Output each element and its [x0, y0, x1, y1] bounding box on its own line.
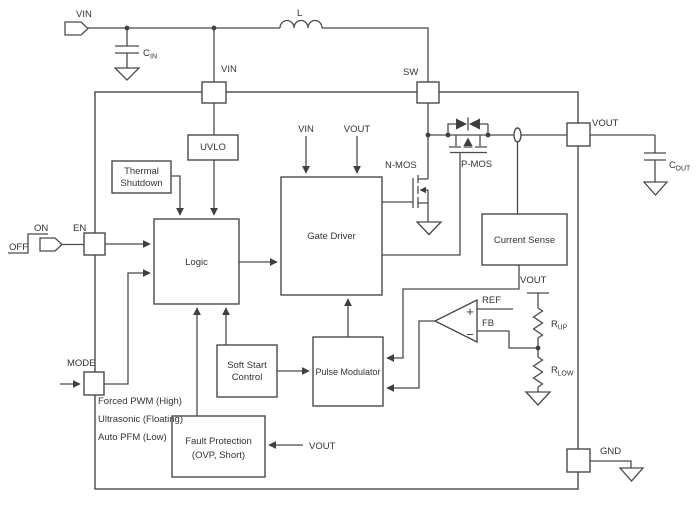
ground-icon: [415, 221, 443, 236]
pin-vin-label: VIN: [221, 64, 237, 75]
current-sense-block: Current Sense: [481, 213, 568, 266]
gnd-pin-ground: [590, 460, 645, 482]
pin-sw-label: SW: [403, 67, 418, 78]
thermal-shutdown-block: Thermal Shutdown: [111, 160, 172, 194]
uvlo-label: UVLO: [200, 142, 226, 153]
diode-icon: [456, 118, 467, 130]
wire-currentsense-pulsemod: [386, 265, 520, 362]
cin-sub-label: IN: [150, 54, 157, 61]
fb-input-wire: [477, 330, 536, 349]
nmos-label: N-MOS: [385, 160, 417, 171]
logic-block: Logic: [153, 218, 240, 305]
vin-rail-wires: [88, 19, 429, 82]
gate-driver-block: Gate Driver: [280, 176, 383, 296]
pin-vout: [566, 122, 591, 147]
mode-option-2: Ultrasonic (Floating): [98, 414, 183, 425]
gate-driver-vin-label: VIN: [298, 124, 314, 135]
pin-en-label: EN: [73, 223, 86, 234]
wire-thermal-logic: [171, 175, 184, 216]
comparator-minus-sign: −: [466, 327, 474, 342]
feedback-network: [433, 292, 552, 406]
ref-label: REF: [482, 295, 501, 306]
pin-vin: [201, 81, 227, 104]
mode-option-3: Auto PFM (Low): [98, 432, 167, 443]
ground-icon: [113, 67, 141, 81]
pmos-body-arrow-icon: [463, 137, 473, 146]
gate-driver-vout-label: VOUT: [344, 124, 371, 135]
pulse-modulator-label: Pulse Modulator: [315, 367, 380, 377]
rup-sub-label: UP: [558, 325, 568, 332]
rlow-sub-label: LOW: [558, 371, 574, 378]
pin-vout-label: VOUT: [592, 118, 619, 129]
pulse-modulator-block: Pulse Modulator: [312, 336, 384, 407]
on-off-waveform: [8, 233, 63, 254]
rup-label: R: [551, 319, 558, 330]
mode-option-1: Forced PWM (High): [98, 396, 182, 407]
ground-icon: [524, 391, 552, 406]
fault-vout-input-label: VOUT: [309, 441, 336, 452]
pin-gnd: [566, 448, 591, 473]
pmos-label: P-MOS: [461, 159, 492, 170]
fault-label-2: (OVP, Short): [192, 450, 245, 461]
rup-resistor: [532, 307, 544, 339]
internal-wires: [60, 103, 567, 449]
soft-start-block: Soft Start Control: [216, 344, 278, 398]
ground-icon: [642, 181, 669, 196]
inductor-symbol: [279, 19, 323, 29]
fb-label: FB: [482, 318, 494, 329]
pin-mode: [83, 371, 105, 396]
pin-sw: [416, 81, 440, 104]
fault-protection-block: Fault Protection (OVP, Short): [171, 415, 266, 478]
inductor-label: L: [297, 8, 302, 19]
pin-mode-label: MODE: [67, 358, 96, 369]
gate-driver-label: Gate Driver: [307, 231, 356, 242]
rlow-label: R: [551, 365, 558, 376]
soft-start-label-2: Control: [232, 372, 263, 383]
pmos-transistor: [449, 135, 487, 154]
error-comparator: [433, 298, 478, 344]
uvlo-block: UVLO: [187, 134, 239, 161]
diode-icon: [469, 118, 480, 130]
fault-label-1: Fault Protection: [185, 436, 252, 447]
cin-capacitor: [113, 28, 141, 81]
wire-gatedriver-pmos-gate: [382, 153, 461, 256]
on-label: ON: [34, 223, 48, 234]
thermal-label-1: Thermal: [124, 166, 159, 177]
feedback-vout-label: VOUT: [520, 275, 547, 286]
junction-dots: [124, 25, 541, 351]
pin-gnd-label: GND: [600, 446, 621, 457]
comparator-plus-sign: +: [466, 304, 474, 319]
soft-start-label-1: Soft Start: [227, 360, 267, 371]
current-sense-label: Current Sense: [494, 235, 555, 246]
cout-label: C: [669, 160, 676, 171]
vin-input-label: VIN: [76, 9, 92, 20]
logic-label: Logic: [185, 257, 208, 268]
en-connector-icon: [39, 237, 63, 252]
wire-mode-logic: [104, 269, 151, 385]
nmos-transistor: [412, 135, 443, 236]
cin-label: C: [143, 48, 150, 59]
off-label: OFF: [9, 242, 28, 253]
cout-sub-label: OUT: [676, 166, 692, 173]
vout-rail: [527, 292, 549, 308]
pin-en: [83, 232, 106, 256]
nmos-body-arrow-icon: [419, 186, 426, 194]
rlow-resistor: [532, 356, 544, 388]
current-sense-element-icon: [513, 127, 522, 143]
vin-connector-icon: [64, 21, 89, 36]
thermal-label-2: Shutdown: [120, 178, 162, 189]
ground-icon: [618, 467, 645, 482]
wire-comparator-pulsemod: [386, 320, 435, 392]
cout-capacitor: [590, 134, 669, 196]
